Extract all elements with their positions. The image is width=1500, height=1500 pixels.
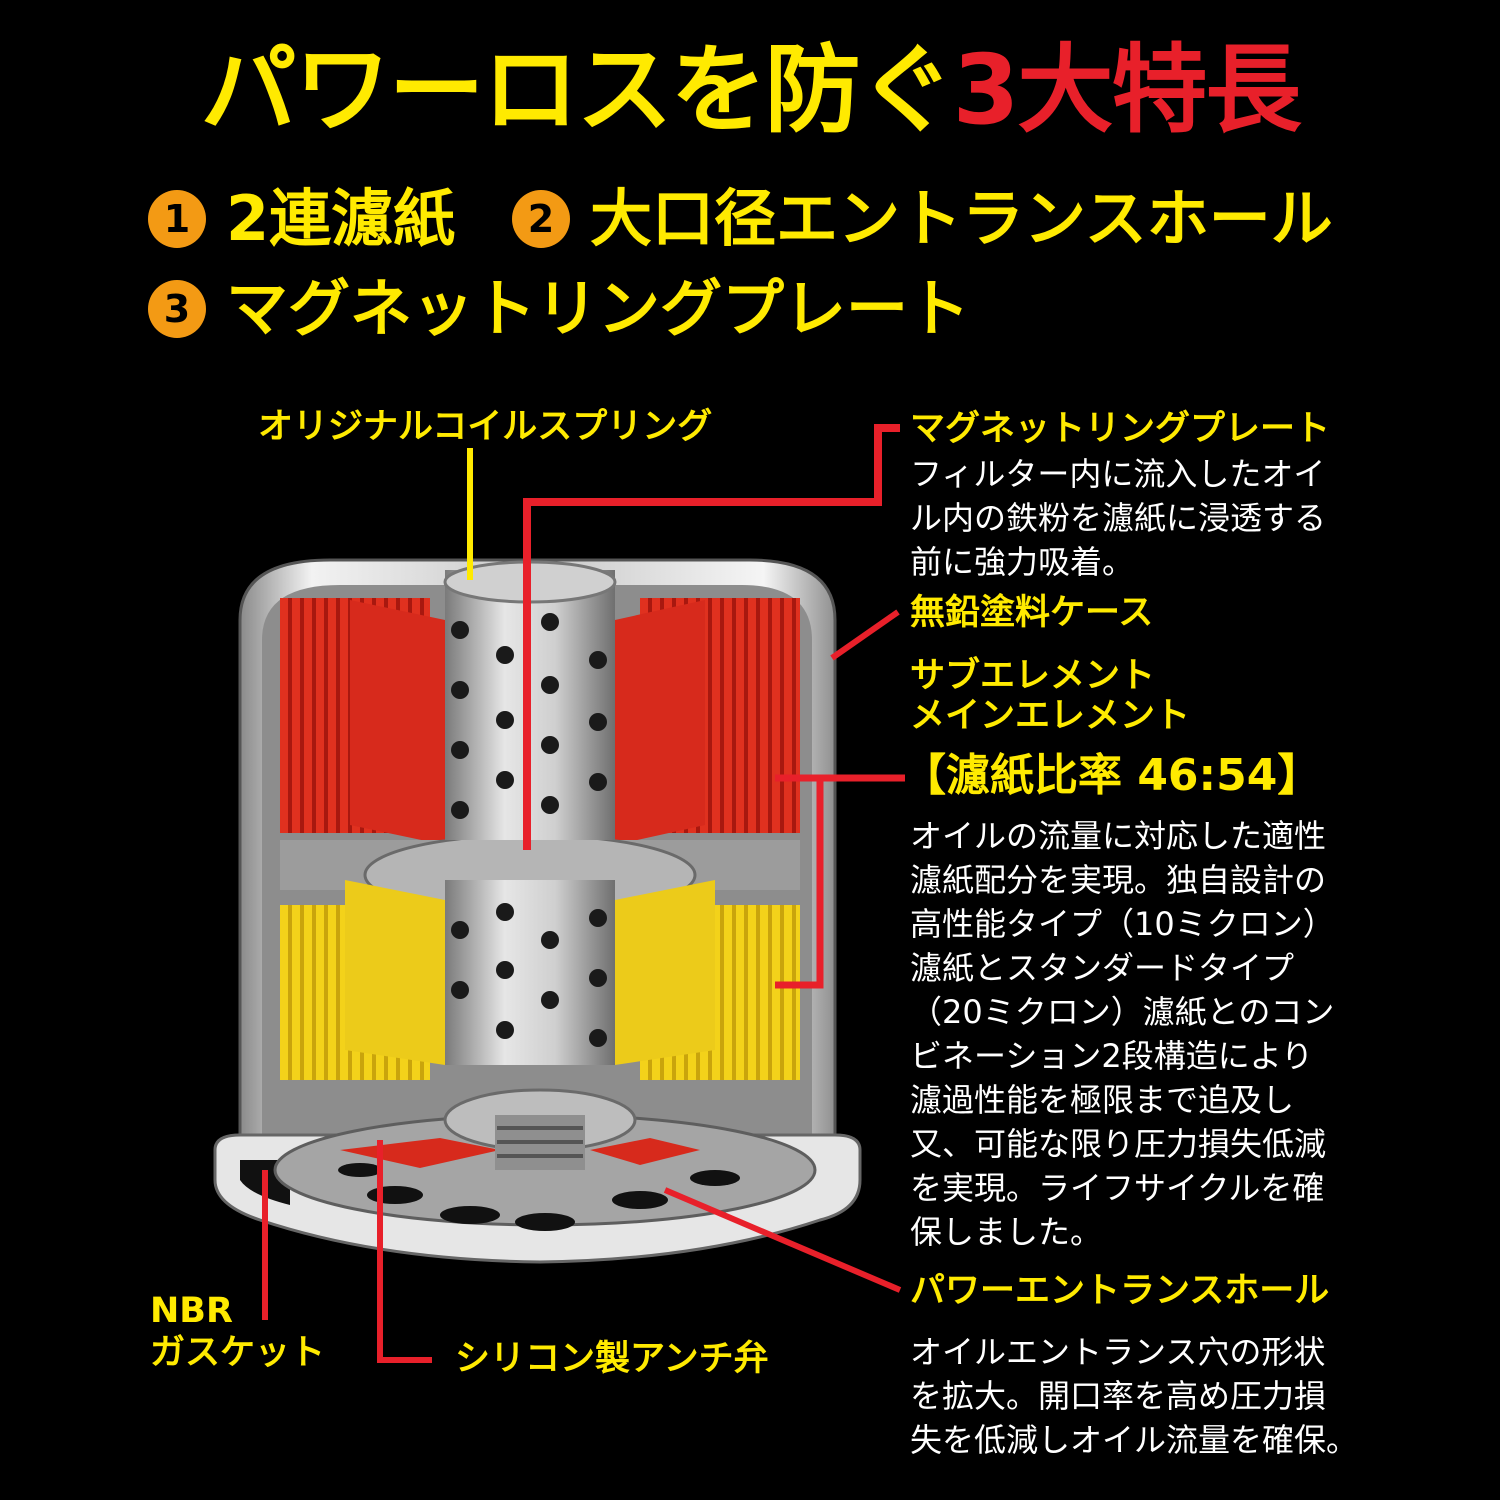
feature-1: 1 2連濾紙 xyxy=(148,188,455,250)
feature-3: 3 マグネットリングプレート xyxy=(148,278,970,340)
label-coil-spring: オリジナルコイルスプリング xyxy=(258,407,713,447)
feature-number-1: 1 xyxy=(148,190,206,248)
label-main-element: メインエレメント xyxy=(910,696,1191,736)
element-description: オイルの流量に対応した適性 濾紙配分を実現。独自設計の 高性能タイプ（10ミクロ… xyxy=(910,814,1335,1254)
magnet-desc-line: フィルター内に流入したオイ xyxy=(910,455,1326,493)
label-gasket-2: ガスケット xyxy=(150,1333,326,1373)
element-desc-line: ビネーション2段構造により xyxy=(910,1037,1314,1075)
element-desc-line: 保しました。 xyxy=(910,1213,1103,1251)
leader-lines xyxy=(262,424,905,1363)
element-desc-line: オイルの流量に対応した適性 xyxy=(910,817,1327,855)
magnet-desc-line: 前に強力吸着。 xyxy=(910,543,1135,581)
main-element-yellow xyxy=(280,880,800,1080)
label-case: 無鉛塗料ケース xyxy=(910,593,1154,633)
feature-number-3: 3 xyxy=(148,280,206,338)
sub-element-red xyxy=(280,598,800,845)
entrance-desc-line: オイルエントランス穴の形状 xyxy=(910,1333,1326,1371)
headline-part1: パワーロスを防ぐ xyxy=(200,34,955,146)
element-desc-line: 濾紙配分を実現。独自設計の xyxy=(910,861,1327,899)
entrance-description: オイルエントランス穴の形状 を拡大。開口率を高め圧力損 失を低減しオイル流量を確… xyxy=(910,1330,1358,1462)
label-sub-element: サブエレメント xyxy=(910,656,1156,696)
label-entrance-title: パワーエントランスホール xyxy=(910,1271,1330,1311)
entrance-desc-line: を拡大。開口率を高め圧力損 xyxy=(910,1377,1327,1415)
headline-part2: 3大特長 xyxy=(952,34,1302,146)
feature-text-1: 2連濾紙 xyxy=(226,182,456,255)
element-desc-line: 濾紙とスタンダードタイプ xyxy=(910,949,1295,987)
filter-ratio: 【濾紙比率 46:54】 xyxy=(902,750,1322,801)
label-magnet-title: マグネットリングプレート xyxy=(910,409,1331,449)
element-desc-line: 又、可能な限り圧力損失低減 xyxy=(910,1125,1327,1163)
label-gasket-1: NBR xyxy=(150,1291,233,1331)
element-desc-line: 高性能タイプ（10ミクロン） xyxy=(910,905,1335,943)
feature-text-3: マグネットリングプレート xyxy=(226,272,971,345)
label-anti-valve: シリコン製アンチ弁 xyxy=(455,1339,769,1379)
element-desc-line: 濾過性能を極限まで追及し xyxy=(910,1081,1295,1119)
magnet-description: フィルター内に流入したオイ ル内の鉄粉を濾紙に浸透する 前に強力吸着。 xyxy=(910,452,1326,584)
feature-text-2: 大口径エントランスホール xyxy=(590,182,1333,255)
element-desc-line: （20ミクロン）濾紙とのコン xyxy=(910,993,1335,1031)
feature-2: 2 大口径エントランスホール xyxy=(512,188,1333,250)
feature-number-2: 2 xyxy=(512,190,570,248)
magnet-desc-line: ル内の鉄粉を濾紙に浸透する xyxy=(910,499,1327,537)
element-desc-line: を実現。ライフサイクルを確 xyxy=(910,1169,1325,1207)
headline: パワーロスを防ぐ3大特長 xyxy=(0,42,1500,138)
entrance-desc-line: 失を低減しオイル流量を確保。 xyxy=(910,1421,1359,1459)
